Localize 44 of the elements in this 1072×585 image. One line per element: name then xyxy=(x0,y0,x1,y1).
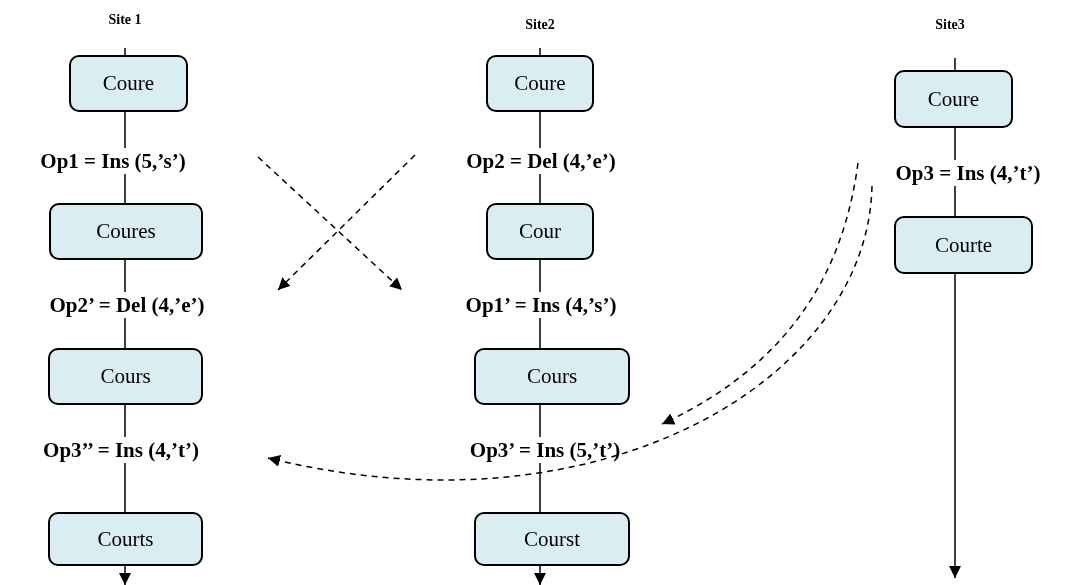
site-label: Site3 xyxy=(935,17,965,33)
operation-text: Op1’ = Ins (4,’s’) xyxy=(438,292,644,318)
state-box: Courte xyxy=(894,216,1033,274)
timeline-line xyxy=(539,404,541,438)
timeline-line xyxy=(124,462,126,513)
timeline-line xyxy=(124,404,126,438)
state-box: Coures xyxy=(49,203,203,260)
timeline-line xyxy=(539,173,541,204)
state-box: Coure xyxy=(894,70,1013,128)
operation-text: Op3 = Ins (4,’t’) xyxy=(866,160,1070,186)
timeline-line xyxy=(124,111,126,149)
arrow xyxy=(534,565,546,585)
arrow xyxy=(119,565,131,585)
operation-text: Op2’ = Del (4,’e’) xyxy=(16,292,238,318)
timeline-line xyxy=(124,47,126,56)
timeline-line xyxy=(954,127,956,161)
timeline-line xyxy=(539,317,541,349)
dashed-arrow xyxy=(267,185,873,481)
state-box: Coure xyxy=(486,55,594,112)
timeline-line xyxy=(954,185,956,217)
timeline-line xyxy=(124,173,126,204)
state-box: Courts xyxy=(48,512,203,566)
dashed-arrow xyxy=(257,156,403,291)
state-box: Cour xyxy=(486,203,594,260)
timeline-line xyxy=(539,47,541,56)
operation-text: Op3’ = Ins (5,’t’) xyxy=(436,437,654,463)
operation-text: Op2 = Del (4,’e’) xyxy=(439,148,643,174)
state-box: Cours xyxy=(48,348,203,405)
state-box: Cours xyxy=(474,348,630,405)
state-box: Courst xyxy=(474,512,630,566)
dashed-arrow xyxy=(277,154,416,291)
operation-text: Op1 = Ins (5,’s’) xyxy=(8,148,218,174)
timeline-line xyxy=(539,111,541,149)
state-box: Coure xyxy=(69,55,188,112)
site-label: Site 1 xyxy=(108,12,142,28)
operation-text: Op3’’ = Ins (4,’t’) xyxy=(6,437,236,463)
dashed-arrow xyxy=(661,162,859,425)
timeline-line xyxy=(124,317,126,349)
site-label: Site2 xyxy=(525,17,555,33)
timeline-line xyxy=(124,259,126,293)
timeline-line xyxy=(539,259,541,293)
timeline-line xyxy=(539,462,541,513)
arrow xyxy=(949,273,961,579)
timeline-line xyxy=(954,57,956,71)
